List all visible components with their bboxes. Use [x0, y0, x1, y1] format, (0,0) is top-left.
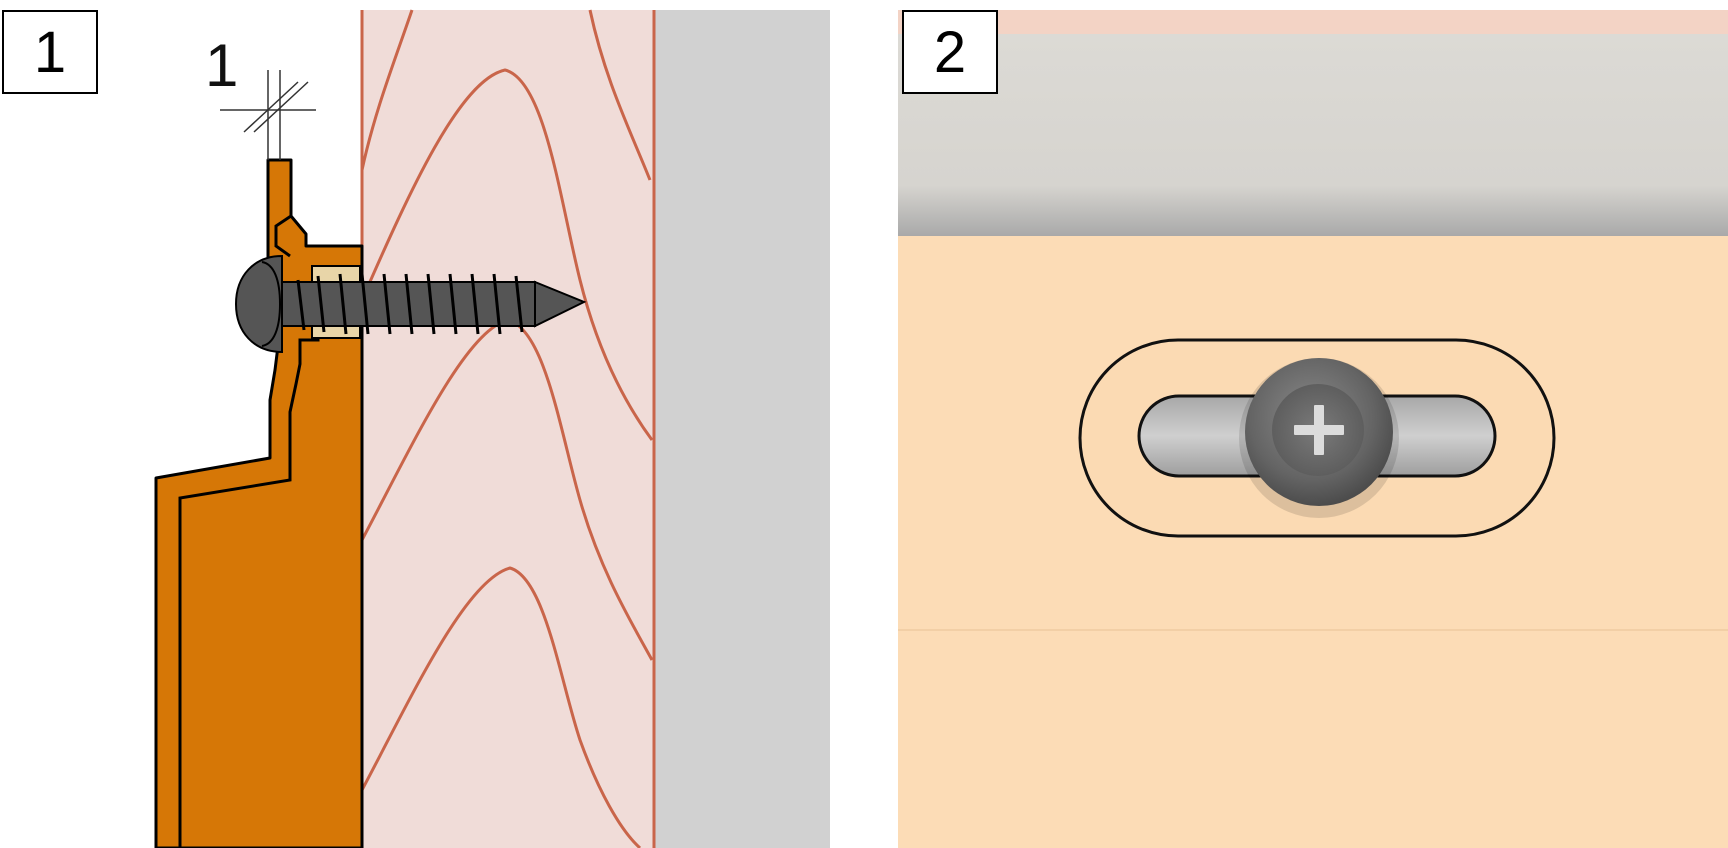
cross-section-svg: [154, 9, 830, 848]
siding-inner-line: [178, 320, 320, 848]
panel-number-badge-1: 1: [2, 10, 98, 94]
panel-number-badge-2: 2: [902, 10, 998, 94]
wall: [655, 10, 830, 848]
phillips-head-icon: [1239, 358, 1399, 518]
cross-section-diagram: 1: [0, 0, 830, 848]
top-trim: [898, 10, 1728, 34]
photo-slot-view: [898, 0, 1728, 848]
siding-hem-detail: [274, 214, 292, 258]
wood-stud: [362, 10, 655, 848]
wood-grain: [360, 9, 654, 848]
photo-svg: [898, 10, 1728, 848]
dimension-lines: [220, 70, 316, 160]
dimension-label: 1: [205, 32, 239, 99]
screw-icon: [234, 254, 587, 354]
wall-band: [898, 34, 1728, 236]
siding-panel: [898, 236, 1728, 848]
